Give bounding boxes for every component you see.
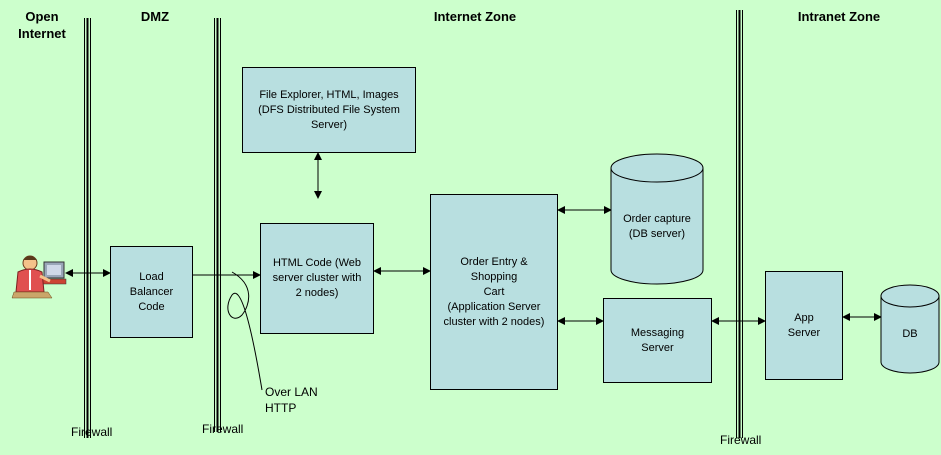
order-capture-cylinder: [610, 153, 704, 285]
firewall-wall-1: [84, 18, 91, 438]
firewall-label-3: Firewall: [720, 433, 762, 447]
order-entry-box: Order Entry & Shopping Cart (Application…: [430, 194, 558, 390]
firewall-label-2: Firewall: [202, 422, 244, 436]
firewall-label-1: Firewall: [71, 425, 113, 439]
zone-intranet: Intranet Zone: [797, 9, 881, 24]
firewall-wall-2: [214, 18, 221, 432]
person-at-computer-icon: [11, 255, 67, 299]
file-explorer-box: File Explorer, HTML, Images (DFS Distrib…: [242, 67, 416, 153]
zone-internet: Internet Zone: [433, 9, 517, 24]
firewall-wall-3: [736, 10, 743, 438]
order-capture-label: Order capture (DB server): [623, 213, 691, 240]
zone-dmz: DMZ: [140, 9, 170, 24]
db-cylinder: [880, 284, 940, 374]
lan-callout-line: [227, 271, 263, 391]
zone-open-internet: Open Internet: [18, 9, 66, 41]
db-label: DB: [902, 328, 918, 340]
load-balancer-box: Load Balancer Code: [110, 246, 193, 338]
app-server-box: App Server: [765, 271, 843, 380]
messaging-server-box: Messaging Server: [603, 298, 712, 383]
html-code-box: HTML Code (Web server cluster with 2 nod…: [260, 223, 374, 334]
over-lan-label: Over LAN HTTP: [265, 385, 318, 415]
